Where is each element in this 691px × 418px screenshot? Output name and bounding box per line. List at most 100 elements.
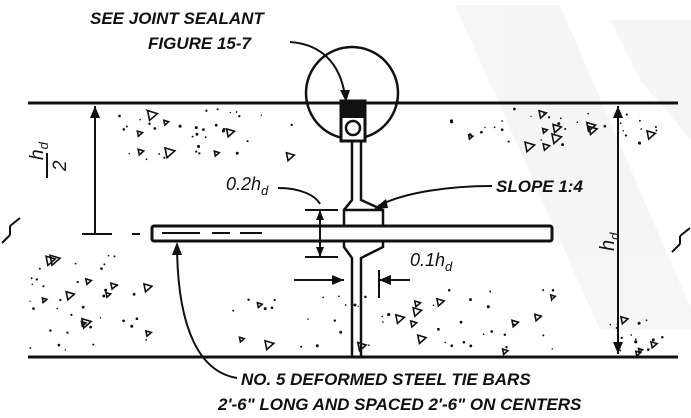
aggregate-dot xyxy=(260,114,262,116)
aggregate-dot xyxy=(619,122,622,125)
aggregate-stone xyxy=(144,329,153,338)
aggregate-dot xyxy=(364,295,367,299)
aggregate-stone xyxy=(80,317,93,330)
aggregate-dot xyxy=(163,156,166,159)
aggregate-dot xyxy=(246,140,249,143)
aggregate-dot xyxy=(655,129,658,132)
aggregate-dot xyxy=(468,133,472,137)
aggregate-stone xyxy=(585,121,598,133)
aggregate-dot xyxy=(30,277,33,280)
half-depth-label: hd xyxy=(27,141,51,160)
aggregate-dot xyxy=(64,349,67,351)
joint-sealant-circle xyxy=(304,45,400,143)
aggregate-dot xyxy=(235,111,238,113)
key-depth-label: 0.2hd xyxy=(226,174,269,198)
aggregate-dot xyxy=(645,319,648,322)
tie-bar-callout-line2: 2'-6" LONG AND SPACED 2'-6" ON CENTERS xyxy=(217,395,582,414)
aggregate-dot xyxy=(113,255,116,258)
aggregate-stone xyxy=(510,319,521,329)
aggregate-stone xyxy=(137,148,146,157)
aggregate-dot xyxy=(447,288,451,292)
aggregate-dot xyxy=(624,134,628,137)
aggregate-dot xyxy=(432,304,435,307)
aggregate-stone xyxy=(541,127,549,135)
aggregate-dot xyxy=(270,306,274,310)
aggregate-dot xyxy=(70,313,73,316)
aggregate-dot xyxy=(29,347,32,349)
aggregate-stone xyxy=(146,109,160,122)
aggregate-dot xyxy=(620,336,623,340)
aggregate-dot xyxy=(214,123,218,127)
aggregate-dot xyxy=(148,122,151,126)
aggregate-dot xyxy=(482,333,485,336)
aggregate-dot xyxy=(290,123,293,127)
aggregate-bottom-mid xyxy=(232,288,557,356)
aggregate-stone xyxy=(65,290,76,302)
aggregate-dot xyxy=(450,344,454,348)
aggregate-dot xyxy=(530,115,532,118)
aggregate-dot xyxy=(634,340,638,344)
aggregate-dot xyxy=(561,143,565,147)
aggregate-dot xyxy=(444,341,447,344)
aggregate-dot xyxy=(557,122,561,126)
aggregate-dot xyxy=(35,278,38,281)
aggregate-stone xyxy=(49,254,62,267)
aggregate-dot xyxy=(501,120,503,122)
aggregate-dot xyxy=(357,305,359,307)
aggregate-dot xyxy=(235,151,239,155)
aggregate-dot xyxy=(238,115,241,118)
aggregate-dot xyxy=(57,343,61,347)
aggregate-dot xyxy=(638,119,641,122)
aggregate-stone xyxy=(542,142,552,152)
aggregate-dot xyxy=(651,338,655,342)
aggregate-dot xyxy=(637,141,642,145)
aggregate-dot xyxy=(344,304,347,306)
aggregate-stone xyxy=(435,297,446,308)
total-depth-label: hd xyxy=(597,232,622,251)
total-depth-dimension xyxy=(613,106,623,354)
aggregate-stone xyxy=(109,281,119,291)
aggregate-dot xyxy=(49,329,52,332)
aggregate-dot xyxy=(449,119,454,123)
aggregate-dot xyxy=(382,321,384,323)
aggregate-dot xyxy=(118,114,121,118)
aggregate-dot xyxy=(661,335,664,339)
aggregate-stone xyxy=(538,109,549,120)
aggregate-dot xyxy=(484,126,486,129)
aggregate-dot xyxy=(139,118,141,121)
aggregate-dot xyxy=(216,108,219,111)
aggregate-dot xyxy=(135,317,139,321)
aggregate-dot xyxy=(551,348,554,350)
aggregate-dot xyxy=(122,128,126,131)
aggregate-dot xyxy=(542,289,545,292)
aggregate-dot xyxy=(247,298,250,301)
aggregate-dot xyxy=(513,107,516,111)
aggregate-stone xyxy=(285,151,296,163)
aggregate-dot xyxy=(29,300,31,302)
aggregate-dot xyxy=(202,128,205,131)
aggregate-dot xyxy=(542,334,545,337)
slope-leader xyxy=(374,185,493,209)
aggregate-dot xyxy=(125,125,128,128)
aggregate-dot xyxy=(550,299,553,302)
aggregate-stone xyxy=(394,313,406,325)
aggregate-stone xyxy=(409,319,419,329)
aggregate-stone xyxy=(163,146,177,160)
aggregate-top-left xyxy=(118,108,296,163)
sealant-callout-line1: SEE JOINT SEALANT xyxy=(90,9,265,28)
aggregate-dot xyxy=(56,307,59,310)
aggregate-dot xyxy=(153,127,157,130)
aggregate-dot xyxy=(547,116,551,119)
aggregate-stone xyxy=(45,255,57,267)
aggregate-dot xyxy=(145,158,148,161)
aggregate-dot xyxy=(622,129,625,132)
tie-bar xyxy=(104,224,554,243)
aggregate-dot xyxy=(387,313,391,317)
aggregate-dot xyxy=(100,267,103,270)
aggregate-stone xyxy=(263,339,276,352)
sealant-fill xyxy=(341,101,365,118)
aggregate-dot xyxy=(191,135,194,138)
aggregate-dot xyxy=(630,334,633,336)
aggregate-dot xyxy=(619,349,622,352)
